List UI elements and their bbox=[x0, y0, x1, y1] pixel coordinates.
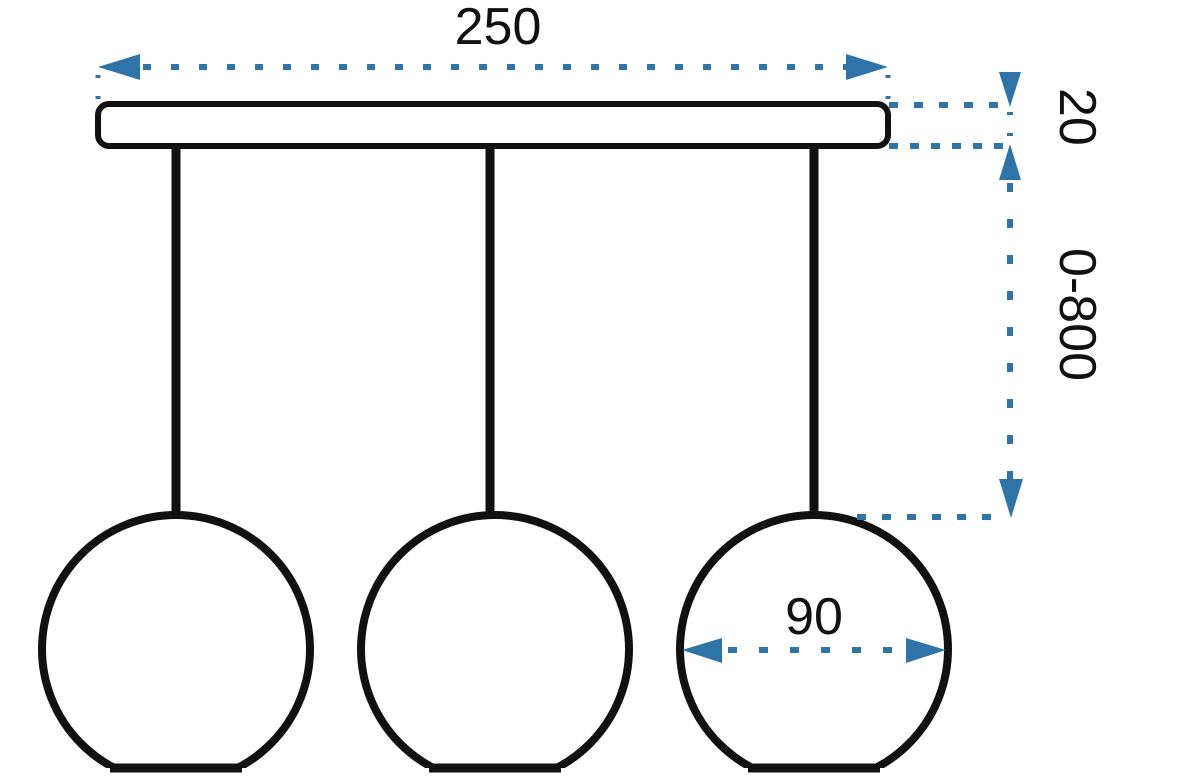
dimension-globe-diameter-90 bbox=[682, 638, 946, 663]
dimension-width-250 bbox=[95, 54, 891, 104]
globe-shades bbox=[38, 511, 952, 773]
ceiling-plate bbox=[95, 101, 891, 149]
arrow-right-icon-globe bbox=[906, 638, 946, 663]
arrow-down-icon-drop bbox=[999, 479, 1023, 518]
right-extension-lines bbox=[857, 102, 1013, 520]
arrow-up-icon bbox=[999, 144, 1021, 180]
globe-shade-3 bbox=[676, 511, 952, 768]
dimension-label-globe-diameter: 90 bbox=[785, 588, 843, 646]
ceiling-plate-body bbox=[95, 101, 891, 149]
dimension-label-plate-height: 20 bbox=[1048, 88, 1106, 146]
dimension-label-width: 250 bbox=[455, 0, 542, 56]
globe-shade-2 bbox=[357, 511, 633, 768]
arrow-right-icon bbox=[846, 54, 888, 80]
dimension-label-drop-height: 0-800 bbox=[1048, 248, 1106, 381]
globe-shade-1 bbox=[38, 511, 314, 768]
dimension-plate-height-20 bbox=[999, 72, 1021, 180]
arrow-left-icon-globe bbox=[682, 638, 722, 663]
arrow-down-icon bbox=[999, 72, 1021, 107]
suspension-rods bbox=[171, 145, 819, 520]
arrow-left-icon bbox=[98, 54, 140, 80]
dimension-drop-height-0-800 bbox=[999, 183, 1023, 518]
